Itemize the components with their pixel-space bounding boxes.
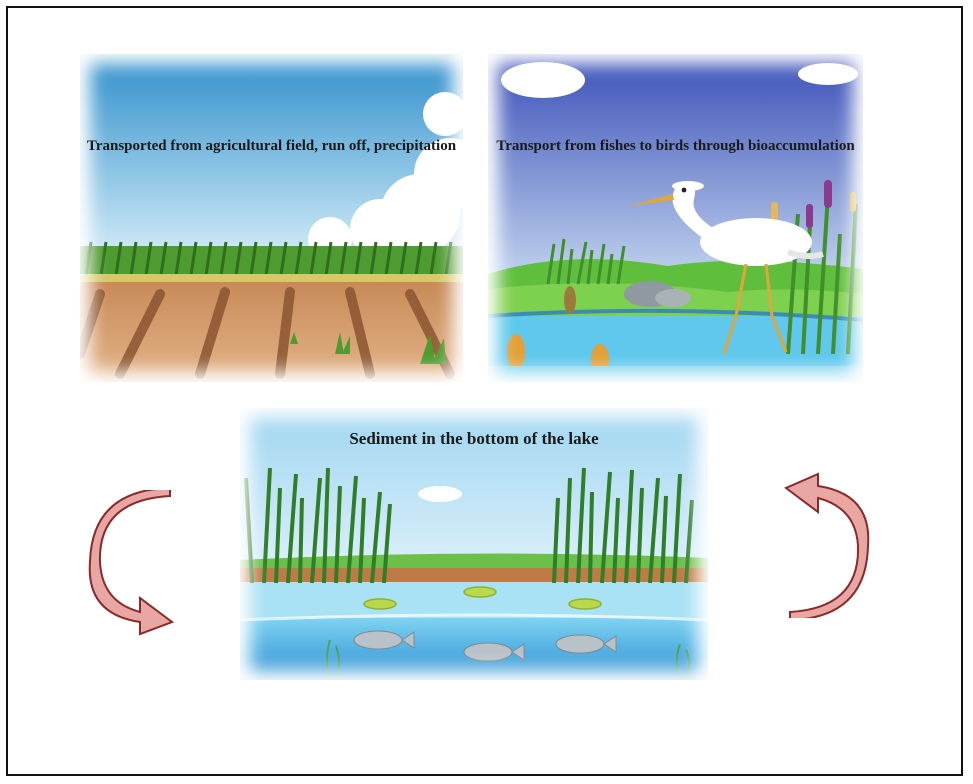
wetland-panel: Transport from fishes to birds through b… (488, 54, 863, 382)
wetland-illustration (488, 54, 863, 382)
agricultural-field-panel: Transported from agricultural field, run… (80, 54, 463, 382)
wetland-caption: Transport from fishes to birds through b… (496, 138, 855, 154)
lake-illustration (240, 408, 708, 680)
field-caption: Transported from agricultural field, run… (86, 138, 457, 154)
curved-arrow-icon (88, 490, 174, 636)
egret-bird (628, 182, 824, 355)
curved-arrow-icon (784, 472, 870, 618)
agricultural-field-illustration (80, 54, 463, 382)
lake-panel: Sediment in the bottom of the lake (240, 408, 708, 680)
lake-caption: Sediment in the bottom of the lake (349, 429, 599, 448)
